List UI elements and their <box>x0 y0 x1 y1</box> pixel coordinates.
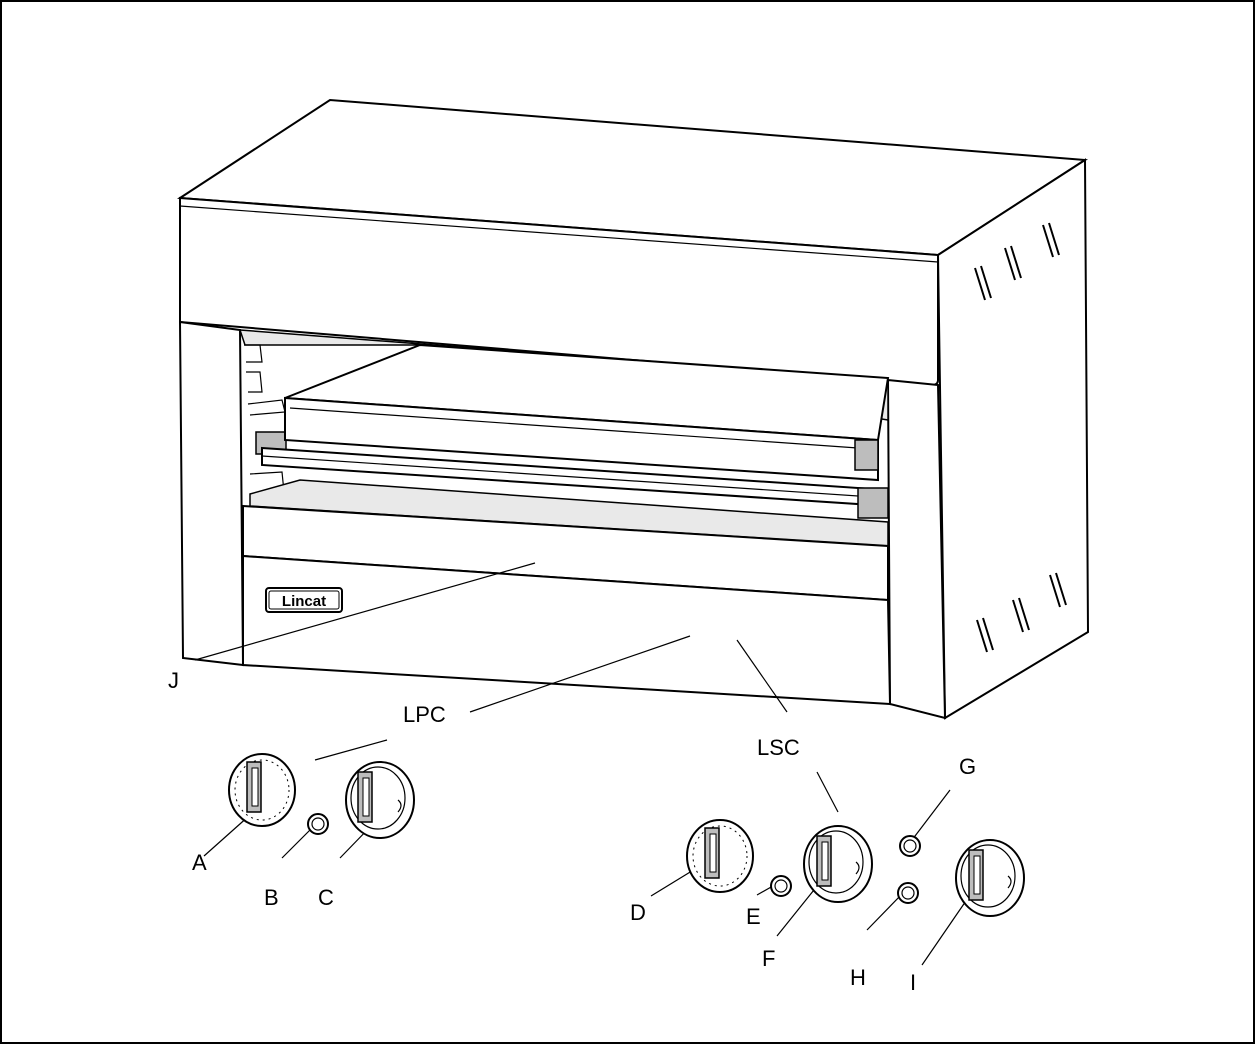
label-f: F <box>762 946 775 971</box>
label-a: A <box>192 850 207 875</box>
grill-pan <box>284 343 890 482</box>
knob-c <box>345 761 415 839</box>
label-j: J <box>168 668 179 693</box>
label-lsc: LSC <box>757 735 800 760</box>
lamp-e <box>770 875 792 897</box>
leader-b <box>281 829 311 859</box>
label-g: G <box>959 754 976 779</box>
leader-lpc <box>469 635 691 713</box>
control-panel-front <box>242 554 892 706</box>
grid-rail <box>261 446 889 519</box>
leader-i <box>921 894 971 966</box>
lamp-g <box>899 835 921 857</box>
leader-lsc <box>736 639 788 713</box>
grill-body: Lincat <box>176 98 1090 720</box>
label-e: E <box>746 904 761 929</box>
side-vents <box>974 222 1067 653</box>
knob-a <box>228 753 296 827</box>
label-d: D <box>630 900 646 925</box>
lamp-h <box>897 882 919 904</box>
leader-a <box>203 814 251 857</box>
knob-i <box>955 839 1025 917</box>
leader-h <box>866 893 903 931</box>
lincat-logo: Lincat <box>265 587 343 613</box>
right-leg <box>886 378 947 720</box>
right-side-panel <box>936 158 1090 720</box>
leader-lsc-knob <box>816 771 839 813</box>
leader-g <box>911 789 951 841</box>
lamp-b <box>307 813 329 835</box>
svg-text:Lincat: Lincat <box>282 593 326 610</box>
label-b: B <box>264 885 279 910</box>
knob-d <box>686 819 754 893</box>
left-leg <box>178 320 245 667</box>
leader-lines <box>194 562 971 966</box>
label-lpc: LPC <box>403 702 446 727</box>
left-rails <box>244 344 287 495</box>
leader-lpc-bar <box>314 739 388 761</box>
label-c: C <box>318 885 334 910</box>
label-h: H <box>850 965 866 990</box>
label-i: I <box>910 970 916 995</box>
knob-f <box>803 825 873 903</box>
leader-j <box>194 562 536 661</box>
